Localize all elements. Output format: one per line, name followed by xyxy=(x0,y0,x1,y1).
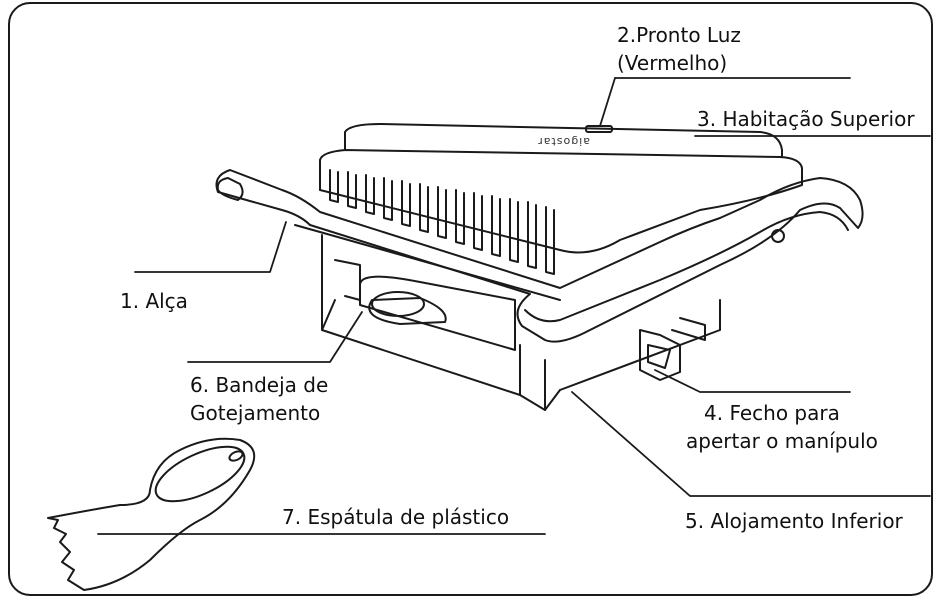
leader-fecho xyxy=(654,369,851,393)
lid-ribs xyxy=(329,169,555,275)
label-bandeja-line2: Gotejamento xyxy=(190,401,320,425)
handle xyxy=(215,169,864,343)
diagram-frame xyxy=(8,2,933,596)
lower-housing xyxy=(321,234,721,411)
drip-tray xyxy=(359,275,516,351)
brand-logo: aigostar xyxy=(537,135,590,148)
leader-pronto-luz-diag xyxy=(599,77,616,127)
label-fecho-line2: apertar o manípulo xyxy=(686,429,878,453)
label-pronto-luz-line2: (Vermelho) xyxy=(617,51,727,75)
label-bandeja-line1: 6. Bandeja de xyxy=(190,373,328,397)
label-fecho-line1: 4. Fecho para xyxy=(704,401,840,425)
upper-housing xyxy=(319,123,803,254)
label-espatula: 7. Espátula de plástico xyxy=(282,505,509,529)
ready-light xyxy=(585,125,613,133)
latch xyxy=(639,317,706,381)
label-pronto-luz-line1: 2.Pronto Luz xyxy=(617,23,741,47)
label-alojamento-inferior: 5. Alojamento Inferior xyxy=(685,509,904,533)
leader-lines xyxy=(97,77,931,535)
leader-alojamento xyxy=(571,391,931,497)
label-habitacao-superior: 3. Habitação Superior xyxy=(697,107,915,131)
leader-bandeja xyxy=(187,311,363,363)
label-alca: 1. Alça xyxy=(120,289,188,313)
leader-alca xyxy=(134,221,287,273)
spatula xyxy=(47,437,256,591)
